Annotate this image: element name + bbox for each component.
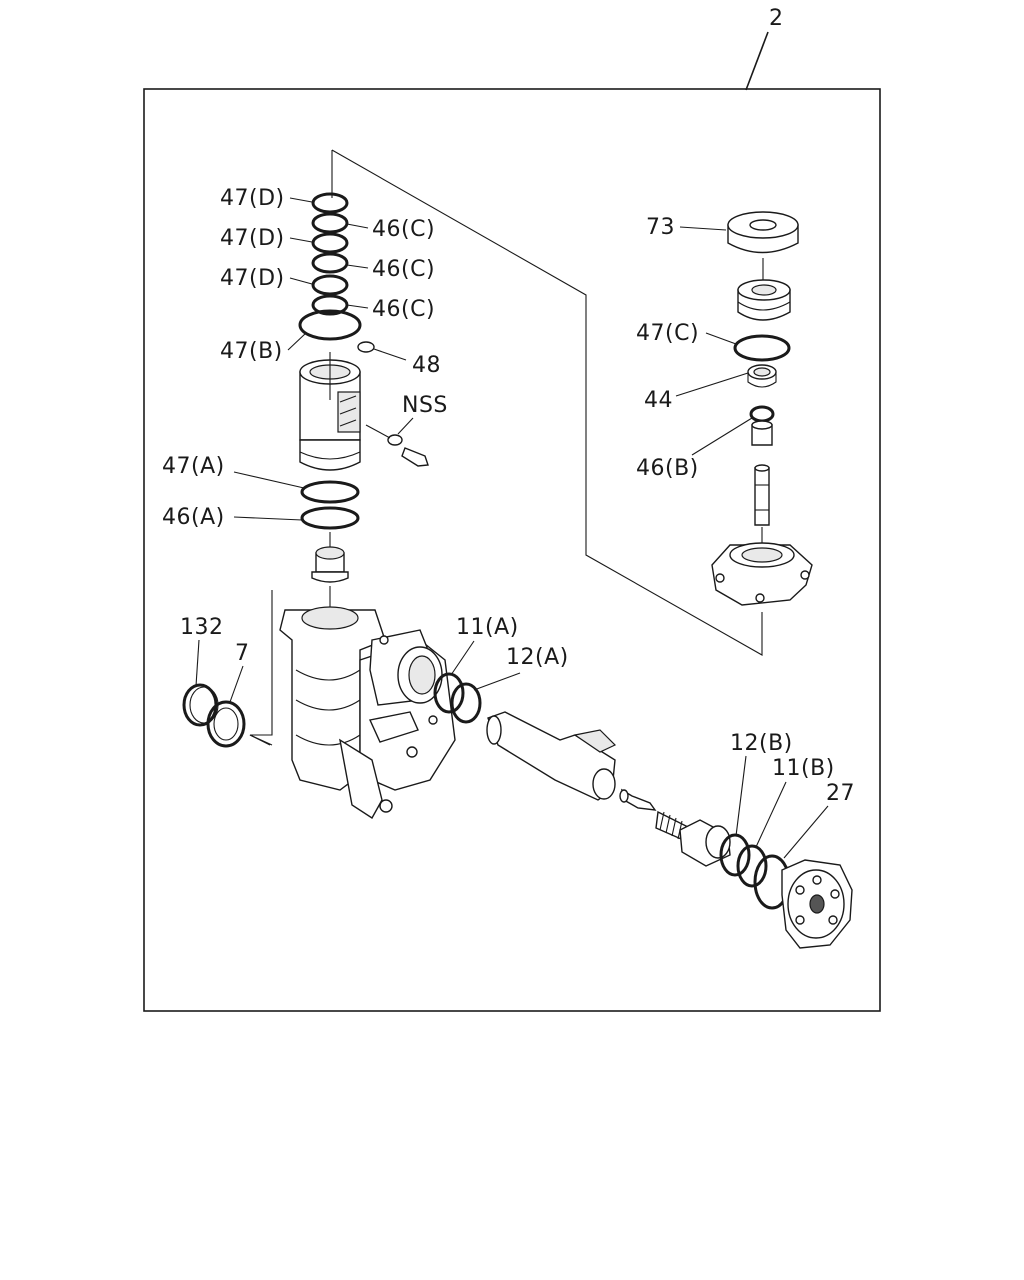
seal-ring-12a bbox=[450, 682, 482, 724]
stub-shaft bbox=[751, 420, 773, 526]
bearing-44 bbox=[747, 364, 777, 388]
part-label-nss: NSS bbox=[402, 393, 448, 418]
seal-ring-47c bbox=[733, 334, 791, 362]
part-label-47d-3: 47(D) bbox=[220, 266, 285, 291]
part-label-46c-3: 46(C) bbox=[372, 297, 435, 322]
part-label-48: 48 bbox=[412, 353, 441, 378]
assembly-bracket bbox=[331, 149, 763, 656]
seal-stack bbox=[298, 192, 362, 341]
part-label-44: 44 bbox=[644, 388, 673, 413]
seal-ring-7 bbox=[206, 700, 246, 748]
part-label-47d-1: 47(D) bbox=[220, 186, 285, 211]
diagram-frame bbox=[143, 88, 881, 1012]
part-label-11a: 11(A) bbox=[456, 615, 519, 640]
end-cover bbox=[781, 859, 853, 949]
part-label-46b: 46(B) bbox=[636, 456, 699, 481]
part-label-47d-2: 47(D) bbox=[220, 226, 285, 251]
part-label-46a: 46(A) bbox=[162, 505, 225, 530]
part-label-47b: 47(B) bbox=[220, 339, 283, 364]
seal-ring-47a bbox=[300, 480, 360, 504]
seal-ring-11b bbox=[736, 844, 768, 888]
part-label-47a: 47(A) bbox=[162, 454, 225, 479]
part-label-46c-1: 46(C) bbox=[372, 217, 435, 242]
washer-48 bbox=[357, 341, 375, 353]
part-label-11b: 11(B) bbox=[772, 756, 835, 781]
part-label-27: 27 bbox=[826, 781, 855, 806]
part-label-47c: 47(C) bbox=[636, 321, 699, 346]
seal-ring-46b bbox=[749, 405, 775, 423]
gear-housing bbox=[279, 606, 456, 819]
part-label-7: 7 bbox=[235, 641, 250, 666]
assembly-number-label: 2 bbox=[769, 6, 784, 31]
bushing bbox=[311, 546, 349, 583]
cap-73 bbox=[727, 211, 799, 254]
part-label-132: 132 bbox=[180, 615, 224, 640]
part-label-12a: 12(A) bbox=[506, 645, 569, 670]
sleeve bbox=[679, 819, 731, 867]
seal-ring-11a bbox=[433, 672, 465, 714]
part-label-12b: 12(B) bbox=[730, 731, 793, 756]
part-label-46c-2: 46(C) bbox=[372, 257, 435, 282]
valve-pin bbox=[619, 788, 657, 811]
part-label-73: 73 bbox=[646, 215, 675, 240]
seal-ring-46a bbox=[300, 506, 360, 530]
valve-housing bbox=[711, 542, 813, 606]
bolt-nss bbox=[365, 424, 429, 467]
adjuster-plug bbox=[737, 279, 791, 321]
input-shaft bbox=[486, 711, 617, 801]
seal-ring-132 bbox=[182, 683, 219, 727]
seal-ring-12b bbox=[719, 833, 751, 877]
valve-body bbox=[299, 352, 361, 471]
